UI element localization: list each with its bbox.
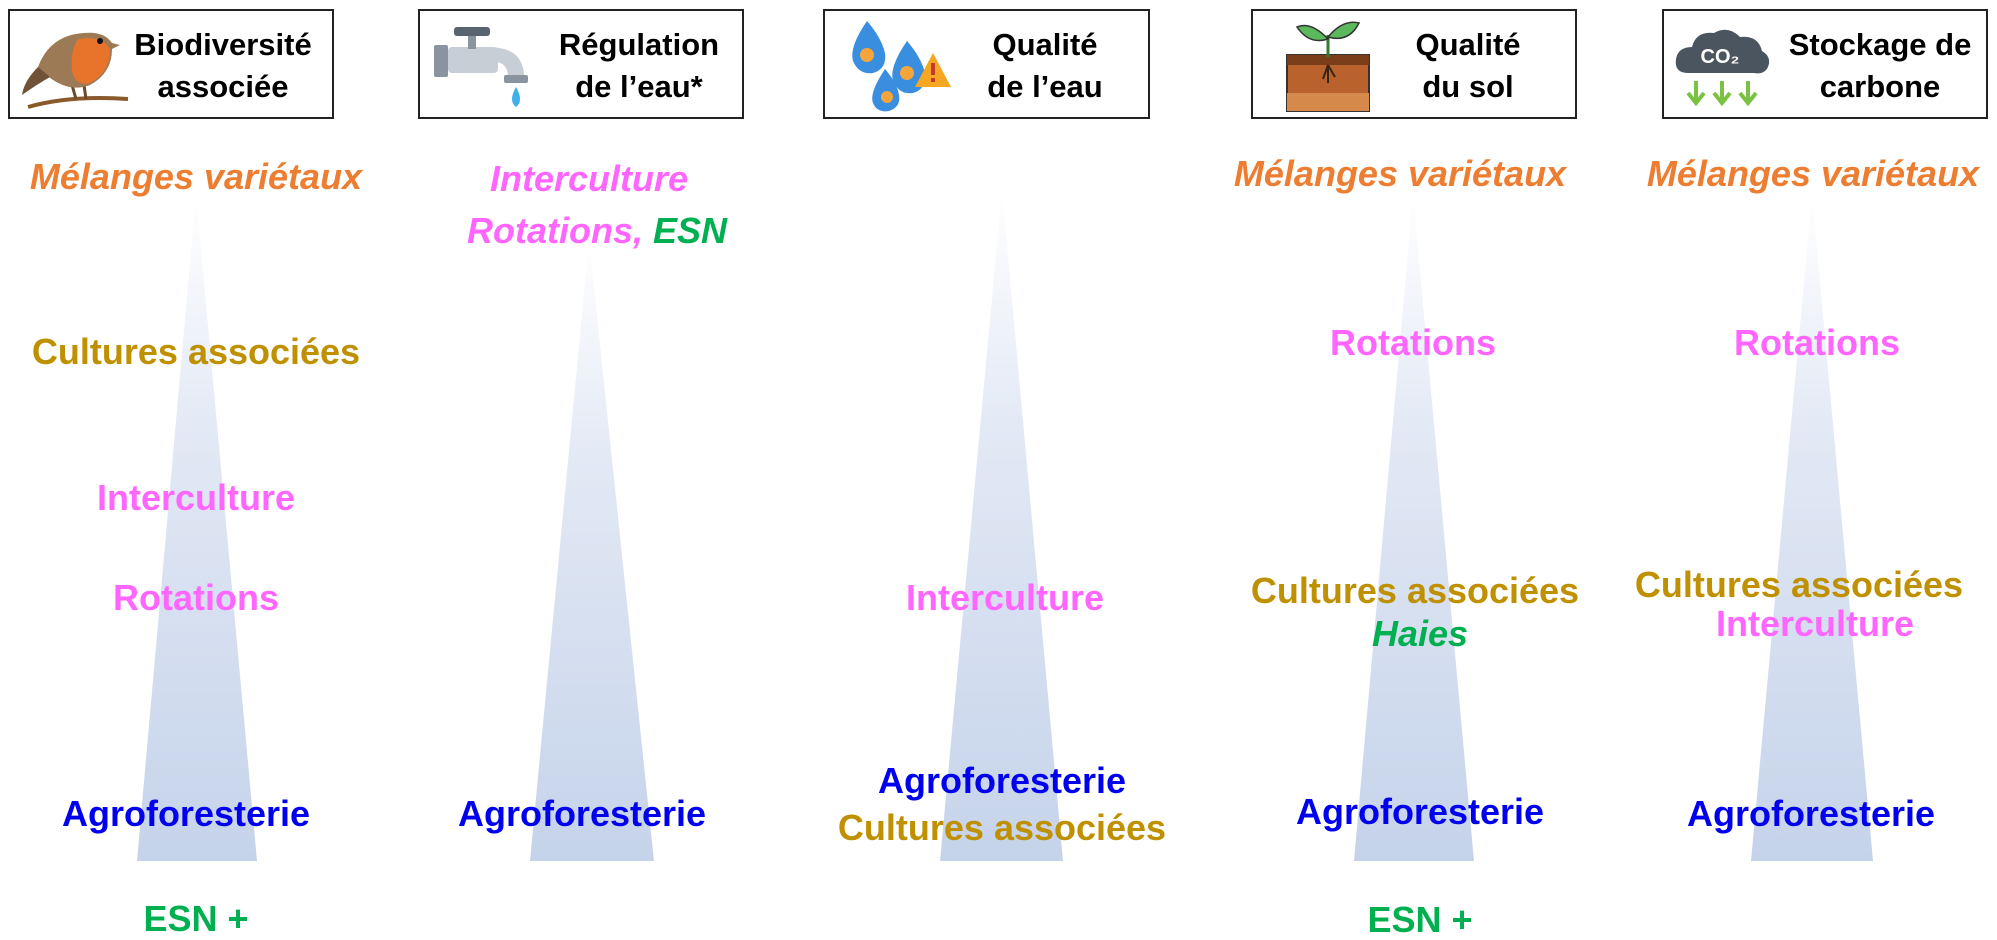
water-drops-warning-icon [852, 21, 951, 112]
header-line1: Qualité [1415, 27, 1521, 62]
header-line1: Stockage de [1788, 27, 1972, 62]
header-biodiversite: Biodiversité associée [8, 9, 334, 119]
header-regulation-eau: Régulation de l’eau* [418, 9, 744, 119]
cone-qualite-sol [1354, 195, 1474, 861]
header-line1: Qualité [992, 27, 1098, 62]
label-esn-plus: ESN + [1367, 899, 1473, 940]
label-rotations: Rotations [113, 577, 279, 618]
label-melanges-varietaux: Mélanges variétaux [1646, 153, 1980, 194]
label-rotations: Rotations, [466, 210, 653, 251]
header-line2: de l’eau [987, 69, 1103, 104]
cone-qualite-eau [940, 190, 1063, 861]
label-interculture: Interculture [1715, 603, 1915, 644]
label-cultures-associees: Cultures associées [837, 807, 1167, 848]
label-cultures-associees: Cultures associées [1634, 564, 1964, 605]
header-line2: associée [157, 69, 289, 104]
header-line2: carbone [1819, 69, 1941, 104]
header-line2: de l’eau* [575, 69, 703, 104]
label-interculture: Interculture [489, 158, 689, 199]
cone-biodiversite [137, 195, 257, 861]
label-cultures-associees: Cultures associées [31, 331, 361, 372]
header-line1: Biodiversité [134, 27, 312, 62]
cone-regulation-eau [530, 240, 654, 861]
water-tap-icon [434, 27, 528, 107]
header-line2: du sol [1422, 69, 1514, 104]
header-stockage-carbone: CO₂ Stockage de carbone [1662, 9, 1988, 119]
co2-label: CO₂ [1701, 46, 1740, 68]
label-agroforesterie: Agroforesterie [877, 760, 1127, 801]
label-melanges-varietaux: Mélanges variétaux [1233, 153, 1567, 194]
cone-stockage-carbone [1751, 195, 1873, 861]
label-esn: ESN [652, 210, 728, 251]
label-agroforesterie: Agroforesterie [61, 793, 311, 834]
soil-seedling-icon [1286, 21, 1370, 112]
label-agroforesterie: Agroforesterie [457, 793, 707, 834]
header-qualite-sol: Qualité du sol [1251, 9, 1577, 119]
robin-bird-icon [22, 32, 129, 109]
co2-cloud-icon: CO₂ [1675, 29, 1770, 107]
label-interculture: Interculture [905, 577, 1105, 618]
label-agroforesterie: Agroforesterie [1686, 793, 1936, 834]
label-rotations: Rotations [1330, 322, 1496, 363]
label-rotations-esn: Rotations, ESN [467, 213, 727, 249]
header-line1: Régulation [558, 27, 720, 62]
label-esn-plus: ESN + [143, 898, 249, 939]
label-haies: Haies [1371, 613, 1469, 654]
header-qualite-eau: Qualité de l’eau [823, 9, 1150, 119]
label-melanges-varietaux: Mélanges variétaux [29, 156, 363, 197]
label-interculture: Interculture [96, 477, 296, 518]
label-cultures-associees: Cultures associées [1250, 570, 1580, 611]
label-rotations: Rotations [1734, 322, 1900, 363]
label-agroforesterie: Agroforesterie [1295, 791, 1545, 832]
